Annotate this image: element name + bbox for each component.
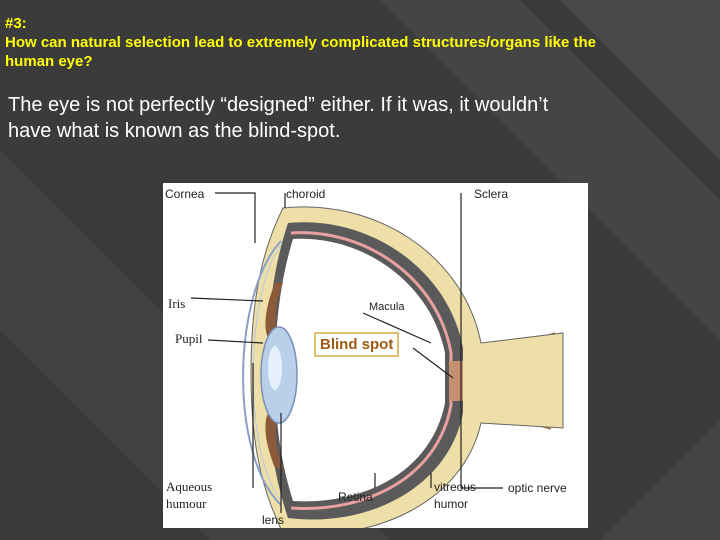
heading-number: #3: bbox=[5, 15, 27, 32]
label-aqueous-line1: Aqueous bbox=[166, 479, 213, 494]
iris-shape bbox=[265, 283, 283, 343]
cornea-arc bbox=[242, 240, 282, 506]
label-vitreous-line2: humor bbox=[434, 497, 469, 511]
vitreous-body bbox=[275, 238, 445, 502]
body-line-2: have what is known as the blind-spot. bbox=[8, 120, 341, 142]
label-lens: lens bbox=[262, 513, 285, 527]
label-iris: Iris bbox=[168, 296, 186, 311]
label-optic-nerve: optic nerve bbox=[508, 481, 567, 495]
label-pupil: Pupil bbox=[175, 331, 203, 346]
label-choroid: choroid bbox=[286, 187, 326, 201]
label-vitreous-line1: vitreous bbox=[434, 480, 477, 494]
body-line-1: The eye is not perfectly “designed” eith… bbox=[8, 94, 549, 116]
label-aqueous-line2: humour bbox=[166, 496, 207, 511]
label-blind-spot: Blind spot bbox=[314, 332, 400, 357]
slide-body-text: The eye is not perfectly “designed” eith… bbox=[8, 92, 713, 144]
eye-diagram: Cornea choroid Sclera Iris Pupil Macula … bbox=[163, 183, 588, 528]
heading-question-line2: human eye? bbox=[5, 53, 93, 70]
heading-question-line1: How can natural selection lead to extrem… bbox=[5, 34, 597, 51]
slide-heading: #3: How can natural selection lead to ex… bbox=[5, 14, 717, 71]
label-cornea: Cornea bbox=[165, 187, 205, 201]
label-macula: Macula bbox=[369, 301, 405, 313]
label-retina: Retina bbox=[338, 490, 373, 504]
label-sclera: Sclera bbox=[474, 187, 509, 201]
eye-drawing bbox=[190, 192, 564, 528]
leader-lines bbox=[190, 192, 503, 513]
